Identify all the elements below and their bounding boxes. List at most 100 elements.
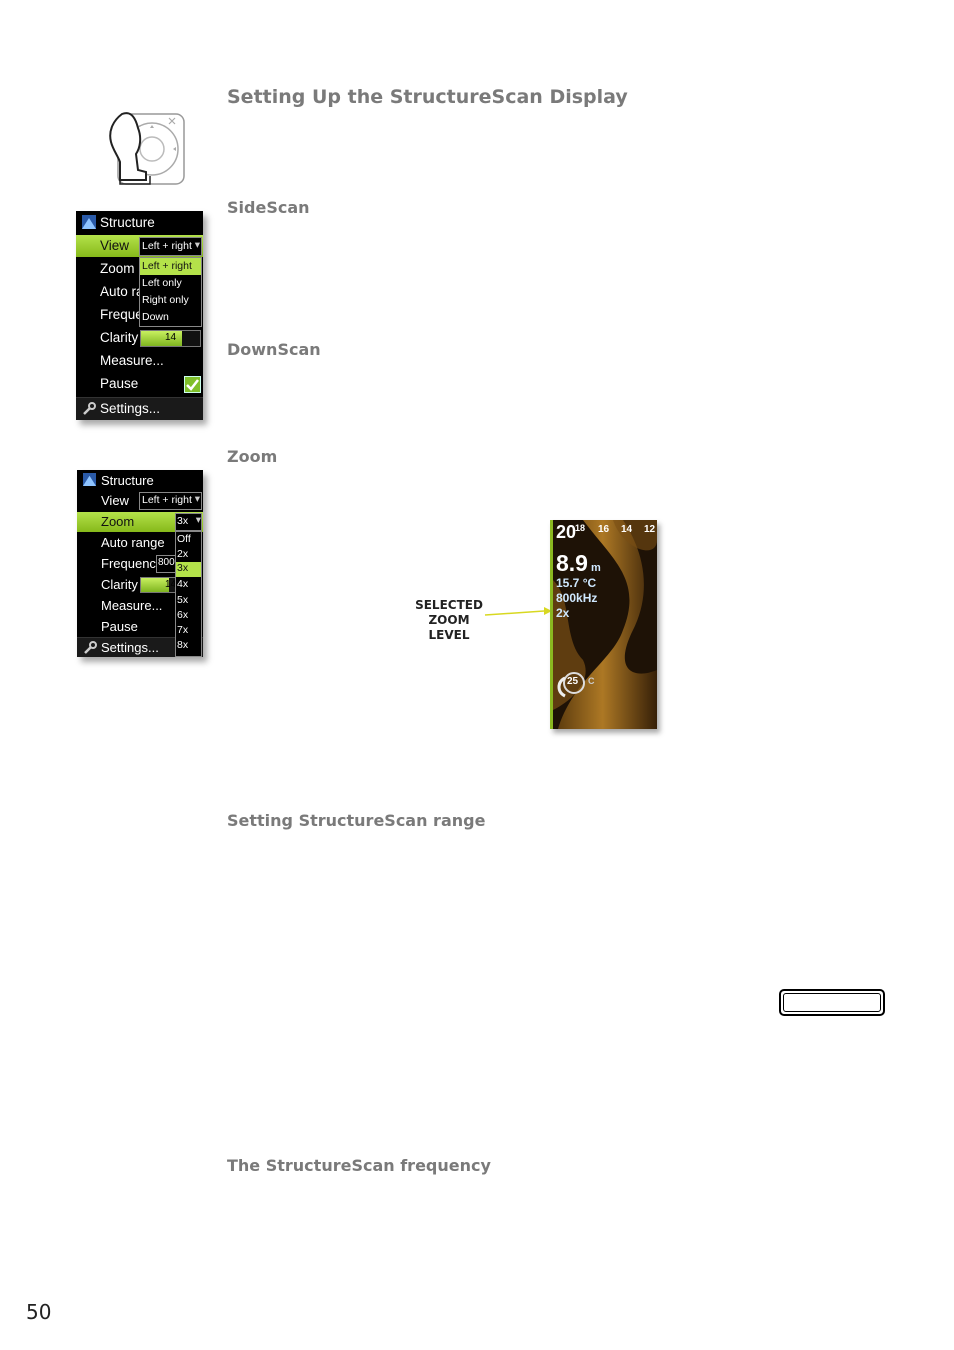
menu-item-frequency[interactable]: Frequer [76,304,203,326]
range-value: 20 [556,522,577,542]
view-select[interactable]: Left + right ▾ [139,237,202,256]
menu-item-pause[interactable]: Pause [76,373,203,395]
menu-item-clarity[interactable]: Clarity 14 [76,327,203,349]
key-button-icon [779,989,885,1016]
menu-title: Structure [100,215,155,230]
view-select-value: Left + right [142,494,192,506]
menu-item-label: Auto ra [100,284,144,299]
dropdown-option[interactable]: Left + right [140,258,201,275]
menu-header: Structure [77,470,203,490]
menu-item-pause[interactable]: Pause [77,617,203,637]
dropdown-option[interactable]: 8x [177,639,189,651]
wrench-icon [84,641,97,654]
structure-icon [83,473,96,486]
chevron-down-icon: ▾ [194,493,200,505]
menu-title: Structure [101,473,154,488]
heading-zoom: Zoom [227,447,278,466]
menu-item-label: Pause [101,619,138,634]
dropdown-option[interactable]: Off [177,533,191,545]
menu-item-label: Zoom [100,261,135,276]
menu-item-view[interactable]: View Left + right ▾ [77,491,203,511]
clarity-value: 14 [165,332,177,343]
clarity-value: 14 [165,579,177,590]
callout-line: ZOOM [428,613,470,627]
zoom-readout: 2x [556,606,570,620]
dropdown-option[interactable]: 5x [177,594,189,606]
clarity-slider-fill [141,578,169,592]
menu-header: Structure [76,211,203,234]
clarity-slider[interactable]: 14 [140,330,201,347]
water-temp: 15.7 °C [556,576,597,590]
gauge-letter: C [588,676,595,686]
dropdown-option[interactable]: Left only [142,277,182,289]
menu-item-measure[interactable]: Measure... [77,596,203,616]
page-title: Setting Up the StructureScan Display [227,86,628,108]
chevron-down-icon: ▾ [194,239,200,251]
heading-range: Setting StructureScan range [227,811,486,830]
menu-item-label: Frequency [101,556,163,571]
dropdown-option[interactable]: 6x [177,609,189,621]
menu-item-zoom[interactable]: Zoom [76,258,203,280]
depth-value: 8.9 [556,550,588,576]
menu-item-label: View [101,493,129,508]
menu-item-label: Auto range [101,535,165,550]
structure-icon [82,215,96,229]
zoom-select-value: 3x [177,515,189,527]
frequency-select[interactable]: 800 [156,555,177,573]
menu-item-label: Zoom [101,514,135,529]
view-select[interactable]: Left + right ▾ [139,492,202,510]
menu-item-view[interactable]: View Left + right ▾ [76,235,203,257]
menu-item-label: Pause [100,376,139,391]
sonar-texture [553,520,657,729]
clarity-slider[interactable]: 14 [140,577,177,593]
dropdown-option[interactable]: 3x [176,562,201,577]
menu-item-label: Measure... [100,353,164,368]
dropdown-option[interactable]: 7x [177,624,189,636]
view-dropdown-list: Left + right Left only Right only Down [139,257,202,327]
menu-item-settings[interactable]: Settings... [76,398,203,420]
view-select-value: Left + right [142,240,192,252]
zoom-callout: SELECTED ZOOM LEVEL [405,598,493,643]
sonar-zoom-screen: 20 18 16 14 12 8.9 m 15.7 °C 800kHz 2x 2… [550,520,657,729]
menu-item-label: Settings... [100,401,161,416]
frequency-readout: 800kHz [556,591,598,605]
menu-item-measure[interactable]: Measure... [76,350,203,372]
menu-item-label: Settings... [101,640,159,655]
range-tick: 14 [621,524,633,535]
range-tick: 12 [644,524,656,535]
menu-item-auto-range[interactable]: Auto range [77,533,203,553]
wrench-icon [83,402,96,415]
structure-menu-zoom: Structure View Left + right ▾ Zoom 3x ▾ … [77,470,203,657]
heading-downscan: DownScan [227,340,321,359]
dropdown-option[interactable]: 4x [177,578,189,590]
frequency-value: 800 [158,557,175,568]
menu-item-label: View [100,238,130,253]
menu-item-label: Measure... [101,598,163,613]
pause-checkbox[interactable] [184,376,201,393]
structure-menu-view: Structure View Left + right ▾ Zoom Auto … [76,211,203,420]
keypad-hand-icon [109,112,185,185]
clarity-slider-fill [141,331,183,346]
page-number: 50 [26,1300,52,1324]
menu-item-settings[interactable]: Settings... [77,638,203,657]
menu-item-label: Clarity [100,330,139,345]
menu-item-auto-range[interactable]: Auto ra [76,281,203,303]
menu-item-clarity[interactable]: Clarity 14 [77,575,203,595]
gauge-value: 25 [567,676,579,687]
heading-frequency: The StructureScan frequency [227,1156,491,1175]
dropdown-option[interactable]: 2x [177,548,189,560]
callout-line: LEVEL [428,628,470,642]
menu-item-zoom[interactable]: Zoom 3x ▾ [77,512,203,532]
callout-line: SELECTED [415,598,483,612]
dropdown-option[interactable]: Right only [142,294,189,306]
range-superscript: 18 [575,523,586,533]
chevron-down-icon: ▾ [195,514,201,526]
heading-sidescan: SideScan [227,198,310,217]
hand-icon [557,676,566,698]
menu-item-label: Frequer [100,307,148,322]
gauge-icon: 25 [563,672,585,694]
zoom-select[interactable]: 3x ▾ [175,513,202,531]
depth-unit: m [591,562,601,574]
zoom-dropdown-list: Off 2x 3x 4x 5x 6x 7x 8x [175,531,202,657]
dropdown-option[interactable]: Down [142,311,169,323]
